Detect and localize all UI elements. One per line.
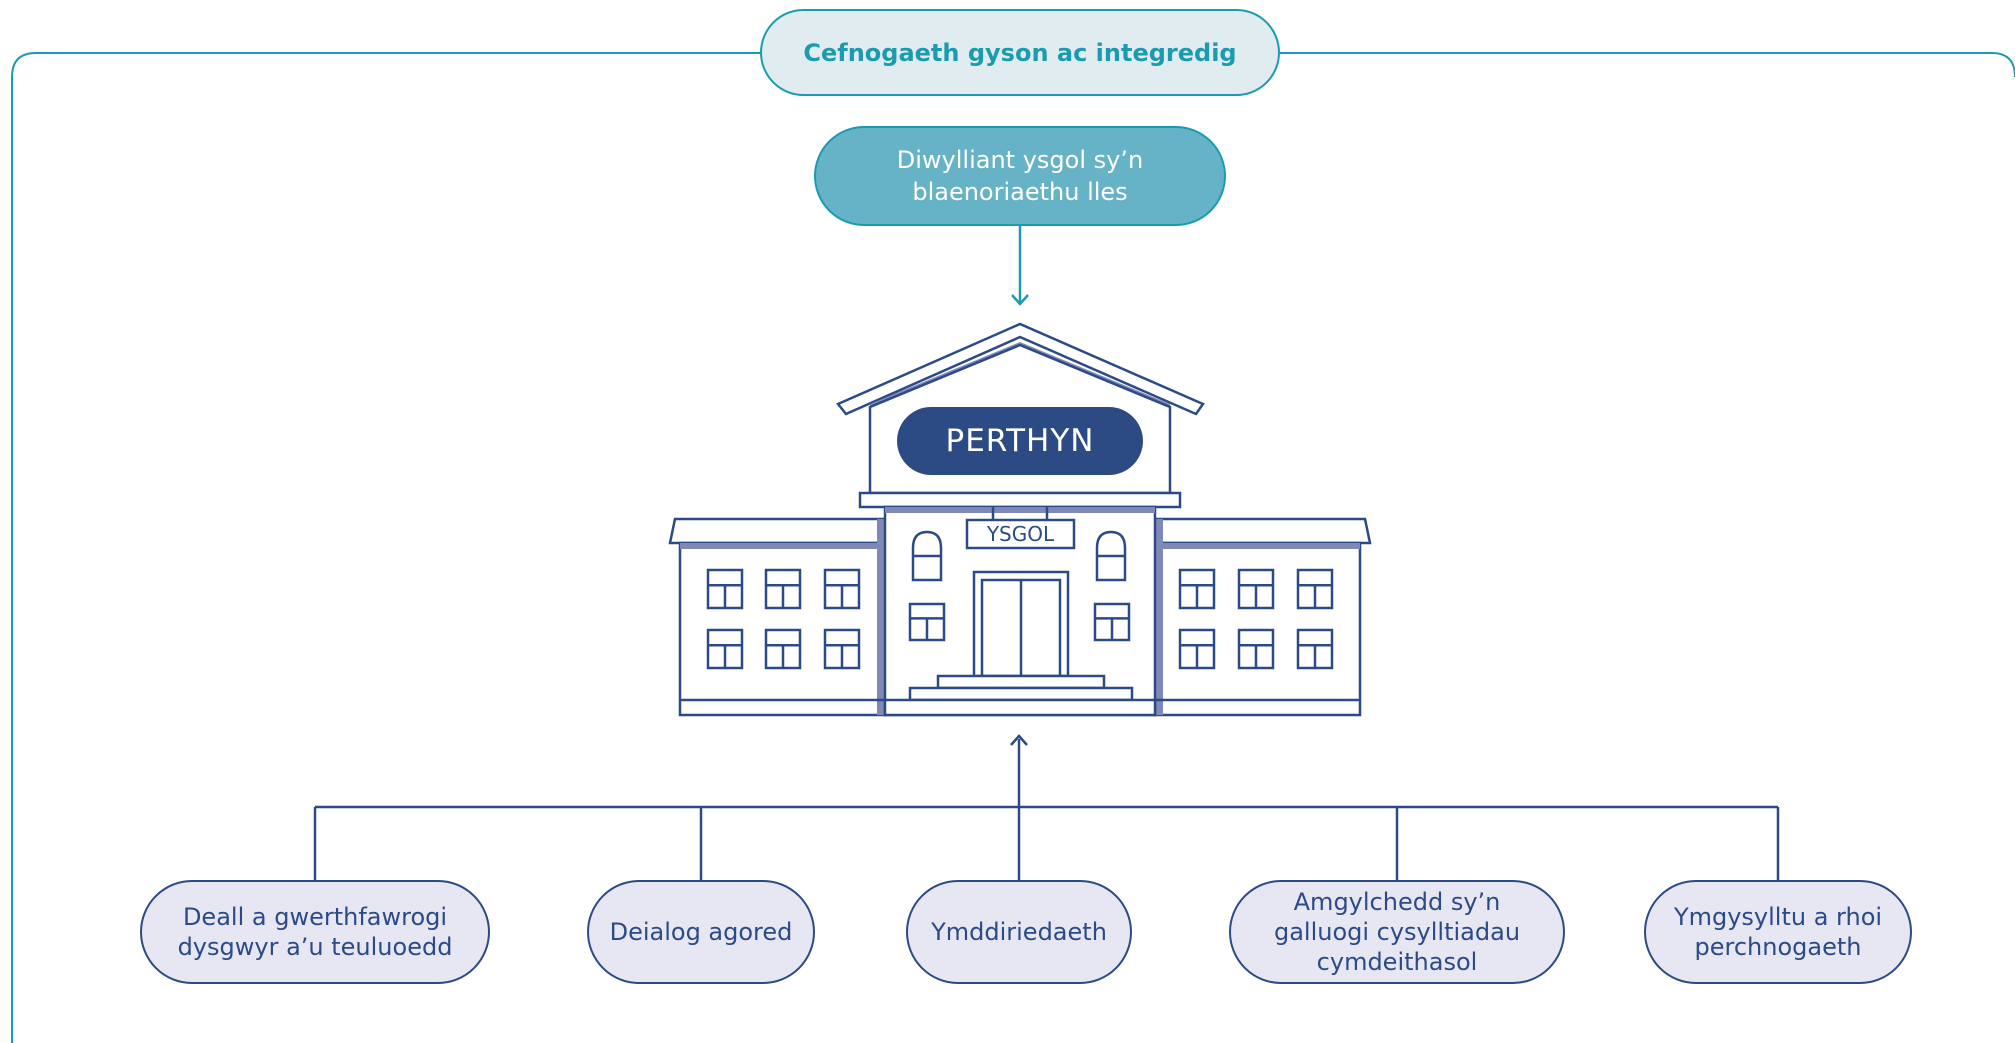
culture-to-school-arrow xyxy=(1011,226,1029,306)
support-label-text: Cefnogaeth gyson ac integredig xyxy=(803,38,1237,67)
school-sign xyxy=(965,518,1076,550)
factor-label: Ymgysylltu a rhoi perchnogaeth xyxy=(1673,903,1883,961)
school-culture-box: Diwylliant ysgol sy’n blaenoriaethu lles xyxy=(814,126,1226,226)
belonging-badge: PERTHYN xyxy=(897,407,1143,475)
factor-label: Amgylchedd sy’n galluogi cysylltiadau cy… xyxy=(1273,888,1521,976)
school-culture-text: Diwylliant ysgol sy’n blaenoriaethu lles xyxy=(896,146,1144,206)
support-label: Cefnogaeth gyson ac integredig xyxy=(760,9,1280,96)
factor-open-dialogue: Deialog agored xyxy=(587,880,815,984)
roof xyxy=(836,322,1205,416)
factor-label: Deall a gwerthfawrogi dysgwyr a’u teuluo… xyxy=(177,903,453,961)
belonging-badge-text: PERTHYN xyxy=(945,423,1095,459)
factors-connector xyxy=(313,734,1780,880)
factor-social-environment: Amgylchedd sy’n galluogi cysylltiadau cy… xyxy=(1229,880,1565,984)
school-sign-text: YSGOL xyxy=(986,522,1055,546)
factor-engagement-ownership: Ymgysylltu a rhoi perchnogaeth xyxy=(1644,880,1912,984)
factor-understanding-learners: Deall a gwerthfawrogi dysgwyr a’u teuluo… xyxy=(140,880,490,984)
school-windows xyxy=(706,568,1334,670)
factor-label: Ymddiriedaeth xyxy=(931,918,1107,946)
factor-trust: Ymddiriedaeth xyxy=(906,880,1132,984)
factor-label: Deialog agored xyxy=(609,918,793,946)
